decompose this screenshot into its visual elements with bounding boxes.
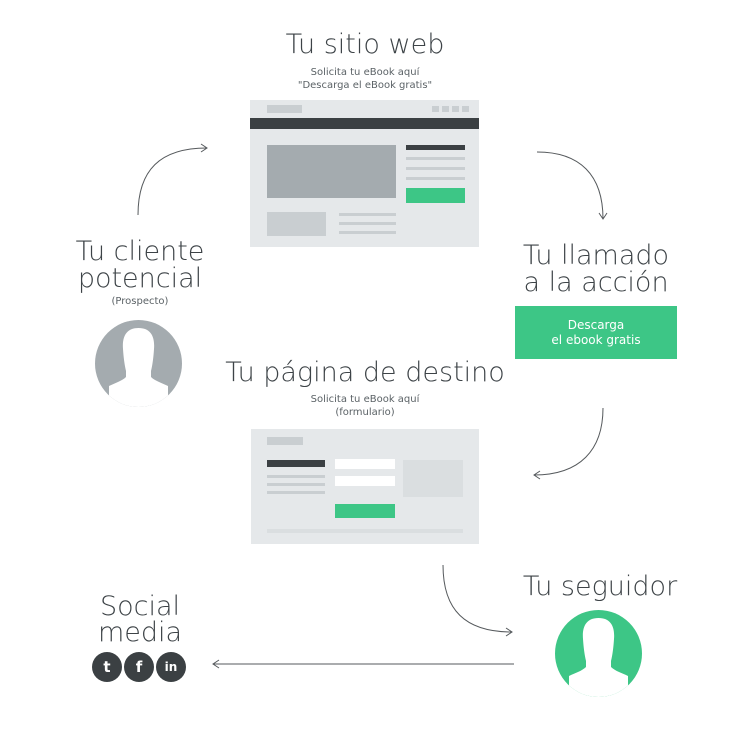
landing-subtitle-line1: Solicita tu eBook aquí bbox=[310, 394, 420, 405]
prospect-title: Tu cliente potencial bbox=[60, 238, 220, 292]
landing-form-field bbox=[335, 459, 395, 469]
arrowhead-landing-to-follower bbox=[505, 627, 513, 637]
website-sidebar-line bbox=[406, 157, 465, 160]
follower-avatar-icon bbox=[555, 610, 642, 697]
website-logo-placeholder bbox=[267, 105, 302, 113]
landing-image-placeholder bbox=[403, 460, 463, 497]
prospect-title-line1: Tu cliente bbox=[75, 236, 205, 267]
website-nav-dot bbox=[432, 106, 439, 112]
arrowhead-cta-to-landing bbox=[533, 470, 541, 480]
website-subtitle: Solicita tu eBook aquí "Descarga el eBoo… bbox=[240, 66, 490, 92]
website-navbar bbox=[250, 118, 479, 129]
cta-button-line2: el ebook gratis bbox=[551, 332, 641, 347]
arrowhead-follower-to-social bbox=[212, 659, 220, 669]
website-mockup bbox=[250, 100, 479, 247]
website-subtitle-line1: Solicita tu eBook aquí bbox=[310, 67, 420, 78]
social-title: Social media bbox=[80, 591, 200, 648]
landing-text-line bbox=[267, 475, 325, 478]
arrow-website-to-cta bbox=[536, 151, 604, 220]
website-text-line bbox=[339, 222, 396, 225]
website-subtitle-line2: "Descarga el eBook gratis" bbox=[297, 80, 433, 91]
website-nav-dot bbox=[452, 106, 459, 112]
arrowhead-website-to-cta bbox=[598, 212, 608, 220]
social-icons-row: t f in bbox=[92, 652, 186, 682]
cta-title-line1: Tu llamado bbox=[522, 240, 670, 271]
website-sidebar-heading bbox=[406, 145, 465, 150]
website-sidebar-line bbox=[406, 167, 465, 170]
landing-subtitle: Solicita tu eBook aquí (formulario) bbox=[215, 393, 515, 419]
social-title-line1: Social bbox=[99, 591, 181, 622]
arrow-landing-to-follower bbox=[442, 564, 513, 633]
landing-submit-button bbox=[335, 504, 395, 518]
arrow-cta-to-landing bbox=[533, 407, 604, 476]
website-nav-dot bbox=[442, 106, 449, 112]
landing-text-line bbox=[267, 483, 325, 486]
landing-footer-line bbox=[267, 529, 463, 533]
prospect-subtitle: (Prospecto) bbox=[111, 296, 169, 307]
social-title-line2: media bbox=[97, 617, 183, 648]
landing-logo-placeholder bbox=[267, 437, 303, 445]
website-cta-button bbox=[406, 188, 465, 203]
cta-title: Tu llamado a la acción bbox=[505, 242, 687, 296]
website-sidebar-line bbox=[406, 177, 465, 180]
twitter-icon[interactable]: t bbox=[92, 652, 122, 682]
arrowhead-prospect-to-website bbox=[200, 143, 208, 153]
website-text-line bbox=[339, 231, 396, 234]
website-hero-image bbox=[267, 145, 396, 198]
landing-mockup bbox=[251, 429, 479, 544]
arrow-prospect-to-website bbox=[137, 147, 208, 216]
cta-download-button[interactable]: Descarga el ebook gratis bbox=[515, 306, 677, 359]
landing-form-field bbox=[335, 476, 395, 486]
landing-subtitle-line2: (formulario) bbox=[335, 407, 395, 418]
prospect-title-line2: potencial bbox=[77, 263, 203, 294]
landing-text-line bbox=[267, 491, 325, 494]
facebook-icon[interactable]: f bbox=[124, 652, 154, 682]
website-thumbnail bbox=[267, 212, 326, 236]
landing-heading bbox=[267, 460, 325, 467]
follower-title: Tu seguidor bbox=[522, 571, 678, 602]
website-title: Tu sitio web bbox=[285, 29, 445, 60]
cta-button-line1: Descarga bbox=[567, 317, 625, 332]
cta-title-line2: a la acción bbox=[523, 267, 669, 298]
prospect-avatar-icon bbox=[95, 320, 182, 407]
website-text-line bbox=[339, 213, 396, 216]
landing-title: Tu página de destino bbox=[225, 357, 505, 388]
website-nav-dot bbox=[462, 106, 469, 112]
linkedin-icon[interactable]: in bbox=[156, 652, 186, 682]
